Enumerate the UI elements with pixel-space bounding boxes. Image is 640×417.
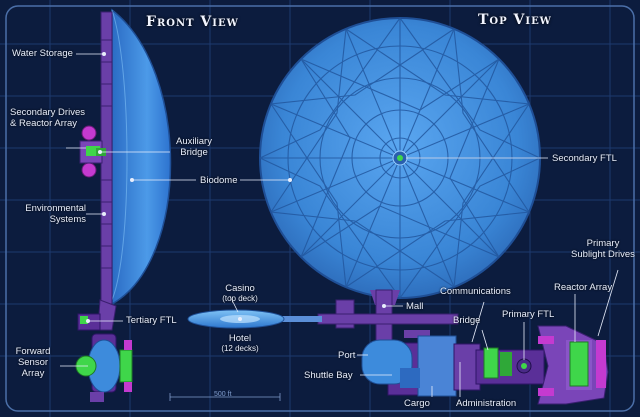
- label-casino-title: Casino: [225, 283, 255, 294]
- label-primary-sublight-drives: Primary Sublight Drives: [568, 238, 638, 260]
- label-communications: Communications: [440, 286, 511, 297]
- label-mall: Mall: [406, 301, 424, 312]
- label-casino-sub: (top deck): [222, 294, 258, 303]
- label-auxiliary-bridge: Auxiliary Bridge: [168, 136, 220, 158]
- label-casino: Casino (top deck): [212, 283, 268, 303]
- front-view-structure: [75, 8, 172, 402]
- label-environmental-systems: Environmental Systems: [10, 203, 86, 225]
- label-primary-sublight-line1: Primary: [586, 238, 620, 249]
- label-secondary-drives-line1: Secondary Drives: [10, 107, 85, 118]
- scale-bar: [169, 393, 281, 401]
- label-hotel: Hotel (12 decks): [212, 333, 268, 353]
- label-cargo: Cargo: [404, 398, 430, 409]
- top-view-hull: [187, 289, 609, 405]
- label-forward-sensor-line3: Array: [21, 368, 45, 379]
- label-forward-sensor-line2: Sensor: [17, 357, 49, 368]
- label-water-storage: Water Storage: [12, 48, 73, 59]
- label-auxiliary-bridge-line1: Auxiliary: [176, 136, 212, 147]
- label-reactor-array: Reactor Array: [554, 282, 613, 293]
- label-hotel-sub: (12 decks): [221, 344, 259, 353]
- label-forward-sensor-array: Forward Sensor Array: [8, 346, 58, 379]
- label-environmental-line2: Systems: [49, 214, 86, 225]
- secondary-ftl-marker: [397, 155, 403, 161]
- label-biodome: Biodome: [200, 175, 238, 186]
- label-port: Port: [338, 350, 356, 361]
- leader-dots: [86, 52, 386, 323]
- label-shuttle-bay: Shuttle Bay: [304, 370, 353, 381]
- front-view-heading: Front View: [146, 14, 239, 30]
- leader-lines: [60, 53, 619, 397]
- label-forward-sensor-line1: Forward: [15, 346, 51, 357]
- label-bridge: Bridge: [453, 315, 481, 326]
- label-hotel-title: Hotel: [228, 333, 252, 344]
- scale-bar-label: 500 ft: [214, 391, 232, 398]
- label-secondary-drives-line2: & Reactor Array: [10, 118, 78, 129]
- frame-border: [5, 5, 635, 412]
- label-tertiary-ftl: Tertiary FTL: [126, 315, 177, 326]
- top-view-heading: Top View: [478, 12, 552, 28]
- label-auxiliary-bridge-line2: Bridge: [180, 147, 208, 158]
- label-primary-sublight-line2: Sublight Drives: [571, 249, 635, 260]
- label-secondary-ftl: Secondary FTL: [552, 153, 617, 164]
- label-environmental-line1: Environmental: [25, 203, 86, 214]
- top-view-dome: [259, 17, 541, 299]
- label-primary-ftl: Primary FTL: [502, 309, 555, 320]
- label-secondary-drives: Secondary Drives & Reactor Array: [10, 107, 85, 129]
- label-administration: Administration: [456, 398, 517, 409]
